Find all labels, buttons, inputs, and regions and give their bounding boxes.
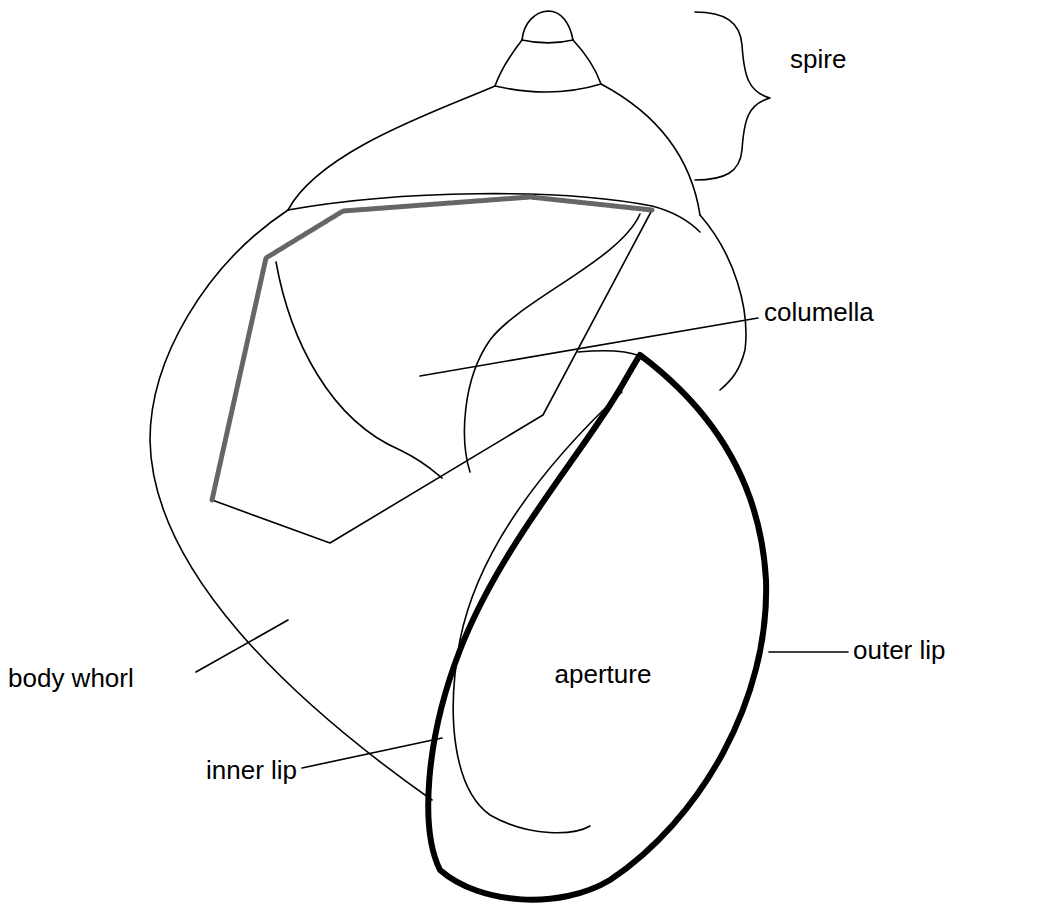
leader-line	[196, 620, 288, 672]
suture	[495, 84, 601, 92]
suture	[522, 40, 573, 43]
inner-lip	[453, 392, 622, 833]
leader-line	[769, 651, 848, 653]
leader-line	[420, 318, 758, 376]
part-label: aperture	[552, 660, 655, 689]
columella-curve	[276, 262, 442, 478]
part-label: body whorl	[8, 664, 134, 693]
leader-line	[302, 738, 442, 768]
cutaway-window	[212, 197, 652, 543]
whorl	[288, 84, 700, 215]
part-label: columella	[764, 298, 874, 327]
apex	[522, 11, 573, 40]
body-whorl-outline	[700, 215, 746, 390]
part-label: spire	[790, 45, 846, 74]
suture	[578, 351, 640, 356]
part-label: outer lip	[853, 636, 946, 665]
spire-bracket	[695, 12, 770, 180]
cutaway-edge	[212, 197, 652, 500]
part-label: inner lip	[206, 756, 297, 785]
body-whorl-outline	[150, 210, 432, 800]
whorl	[495, 40, 601, 86]
aperture-outer-lip	[428, 355, 766, 900]
